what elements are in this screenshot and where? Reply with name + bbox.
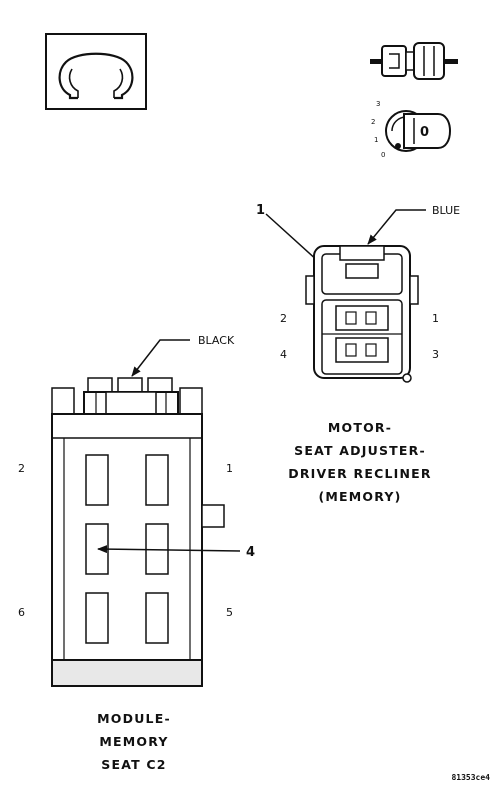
memory-seat-module-connector: BLACK 4 2 1 6 5 MODULE- MEMORY [18, 334, 255, 772]
key-switch-icon: 3 2 1 0 0 [371, 100, 452, 159]
switch-position-0: 0 [381, 151, 385, 159]
motor-title-line-4: (MEMORY) [318, 489, 401, 504]
switch-position-2: 2 [371, 118, 375, 126]
pin-1-label: 1 [432, 312, 439, 325]
module-title-line-2: MEMORY [99, 734, 168, 749]
module-title-line-1: MODULE- [97, 711, 171, 726]
pin-4-label: 4 [280, 348, 287, 361]
switch-key-label: 0 [420, 125, 429, 140]
color-label-blue: BLUE [432, 204, 460, 217]
connector-plug-icon [370, 42, 458, 80]
ohm-icon [45, 33, 147, 110]
blue-leader-line [367, 209, 426, 245]
callout-number-1: 1 [256, 203, 265, 218]
pin-3-label: 3 [432, 348, 439, 361]
motor-recliner-connector: 1 BLUE 2 1 4 3 MOTOR- SEAT ADJUSTER- DRI… [256, 203, 460, 504]
pin-2-label: 2 [18, 462, 25, 475]
pin-6-label: 6 [18, 606, 25, 619]
motor-title-line-1: MOTOR- [328, 420, 392, 435]
motor-title-line-3: DRIVER RECLINER [288, 466, 431, 481]
switch-position-1: 1 [374, 136, 378, 144]
color-label-black: BLACK [198, 334, 235, 347]
black-leader-line [131, 339, 190, 377]
motor-title-line-2: SEAT ADJUSTER- [294, 443, 426, 458]
pin-2-label: 2 [280, 312, 287, 325]
module-title-line-3: SEAT C2 [101, 757, 166, 772]
figure-code: 81353ce4 [451, 773, 490, 782]
callout-arrow-4 [97, 545, 241, 554]
switch-position-3: 3 [376, 100, 380, 108]
pin-5-label: 5 [226, 606, 233, 619]
pin-1-label: 1 [226, 462, 233, 475]
callout-number-4: 4 [246, 545, 255, 560]
